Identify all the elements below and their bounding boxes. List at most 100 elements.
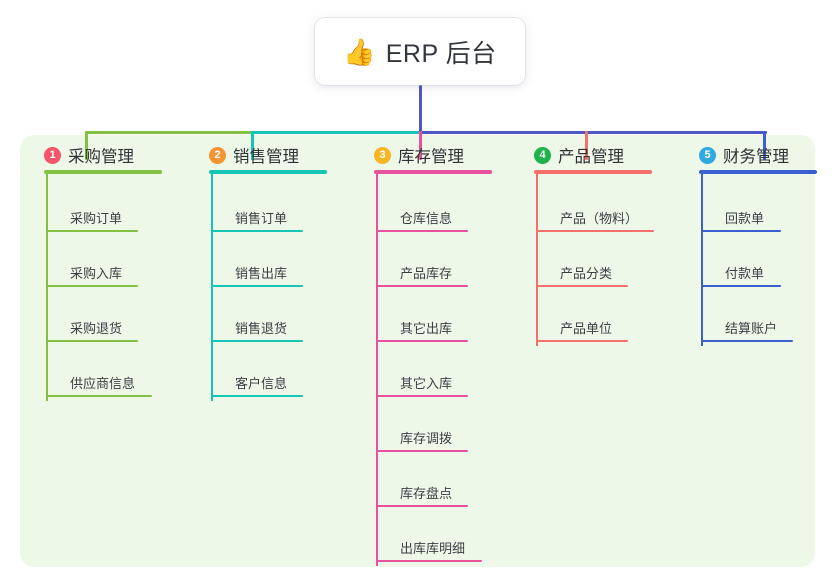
branch-number-badge: 5 [699,146,716,164]
branch-title: 销售管理 [233,148,299,166]
branch-leaf-item[interactable]: 其它出库 [374,316,470,342]
leaf-item-rule [376,395,468,397]
leaf-item-label: 产品分类 [560,266,613,281]
branch-spine [536,174,538,346]
leaf-item-label: 客户信息 [235,376,288,391]
leaf-item-label: 回款单 [725,211,765,226]
leaf-item-rule [211,395,303,397]
branch-leaf-item[interactable]: 供应商信息 [44,371,154,397]
leaf-item-label: 仓库信息 [400,211,453,226]
root-node-erp-backend[interactable]: 👍 ERP 后台 [315,18,525,85]
leaf-item-label: 产品（物料） [560,211,639,226]
connector-drop-branch-5 [763,131,766,160]
branch-leaf-item[interactable]: 采购订单 [44,206,140,232]
leaf-item-label: 供应商信息 [70,376,136,391]
branch-leaf-item[interactable]: 销售订单 [209,206,305,232]
leaf-item-label: 采购入库 [70,266,123,281]
branch-title: 库存管理 [398,148,464,166]
leaf-item-rule [536,285,628,287]
leaf-item-label: 付款单 [725,266,765,281]
branch-number-badge: 3 [374,146,391,164]
branch-leaf-item[interactable]: 产品（物料） [534,206,656,232]
branch-leaf-item[interactable]: 仓库信息 [374,206,470,232]
leaf-item-label: 产品单位 [560,321,613,336]
branch-header-1[interactable]: 1 采购管理 [44,143,134,167]
connector-drop-branch-3 [419,131,422,160]
branch-leaf-item[interactable]: 客户信息 [209,371,305,397]
leaf-item-rule [701,285,781,287]
branch-title: 产品管理 [558,148,624,166]
branch-leaf-item[interactable]: 结算账户 [699,316,795,342]
leaf-item-label: 库存盘点 [400,486,453,501]
leaf-item-rule [376,560,482,562]
branch-leaf-item[interactable]: 采购入库 [44,261,140,287]
branch-leaf-item[interactable]: 回款单 [699,206,783,232]
branch-header-rule [209,170,327,174]
thumbs-up-icon: 👍 [343,36,376,67]
leaf-item-label: 销售订单 [235,211,288,226]
branch-leaf-item[interactable]: 库存盘点 [374,481,470,507]
leaf-item-rule [46,395,152,397]
branch-leaf-item[interactable]: 库存调拨 [374,426,470,452]
branch-header-2[interactable]: 2 销售管理 [209,143,299,167]
leaf-item-rule [211,340,303,342]
branch-header-4[interactable]: 4 产品管理 [534,143,624,167]
connector-root-trunk [419,85,422,134]
leaf-item-rule [211,230,303,232]
leaf-item-label: 其它入库 [400,376,453,391]
connector-bus-segment-3 [420,131,767,134]
leaf-item-rule [701,340,793,342]
leaf-item-label: 采购订单 [70,211,123,226]
leaf-item-label: 结算账户 [725,321,778,336]
leaf-item-rule [46,340,138,342]
root-node-title: ERP 后台 [385,39,497,68]
branch-leaf-item[interactable]: 采购退货 [44,316,140,342]
branch-header-3[interactable]: 3 库存管理 [374,143,464,167]
leaf-item-label: 库存调拨 [400,431,453,446]
branch-header-rule [374,170,492,174]
branch-spine [46,174,48,401]
leaf-item-label: 产品库存 [400,266,453,281]
leaf-item-rule [46,230,138,232]
branch-spine [701,174,703,346]
branch-number-badge: 2 [209,146,226,164]
leaf-item-rule [536,230,654,232]
leaf-item-rule [376,450,468,452]
leaf-item-rule [376,285,468,287]
leaf-item-rule [46,285,138,287]
branch-header-rule [699,170,817,174]
connector-bus-segment-2 [252,131,422,134]
branch-header-rule [44,170,162,174]
leaf-item-label: 销售出库 [235,266,288,281]
leaf-item-label: 其它出库 [400,321,453,336]
connector-drop-branch-4 [585,131,588,160]
leaf-item-label: 销售退货 [235,321,288,336]
leaf-item-rule [536,340,628,342]
connector-drop-branch-1 [85,131,88,160]
connector-bus-segment-1 [86,131,254,134]
branch-leaf-item[interactable]: 销售退货 [209,316,305,342]
branch-number-badge: 4 [534,146,551,164]
leaf-item-rule [376,505,468,507]
branch-leaf-item[interactable]: 产品分类 [534,261,630,287]
branch-leaf-item[interactable]: 销售出库 [209,261,305,287]
branch-leaf-item[interactable]: 其它入库 [374,371,470,397]
branch-number-badge: 1 [44,146,61,164]
diagram-background-panel [20,135,815,567]
leaf-item-rule [701,230,781,232]
branch-leaf-item[interactable]: 出库库明细 [374,536,484,562]
branch-spine [211,174,213,401]
branch-leaf-item[interactable]: 产品库存 [374,261,470,287]
branch-title: 采购管理 [68,148,134,166]
branch-leaf-item[interactable]: 付款单 [699,261,783,287]
branch-leaf-item[interactable]: 产品单位 [534,316,630,342]
branch-header-rule [534,170,652,174]
leaf-item-label: 采购退货 [70,321,123,336]
leaf-item-rule [211,285,303,287]
leaf-item-rule [376,340,468,342]
leaf-item-label: 出库库明细 [400,541,466,556]
leaf-item-rule [376,230,468,232]
branch-spine [376,174,378,566]
